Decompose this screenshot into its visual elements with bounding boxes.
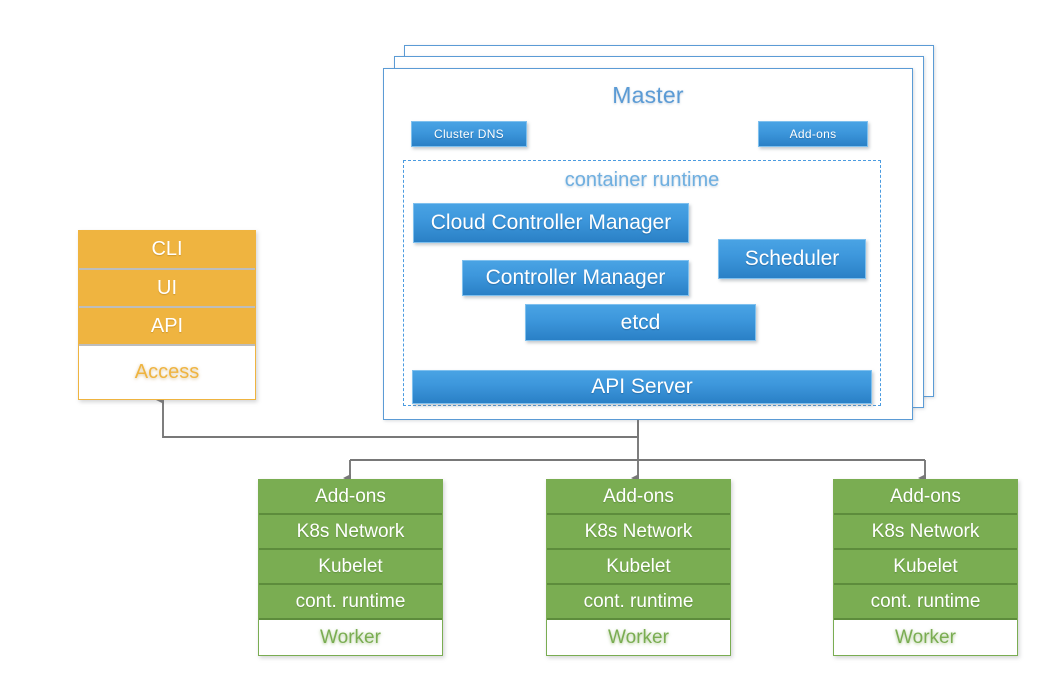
worker-1-footer-label: Worker [320, 626, 381, 648]
access-stack[interactable]: CLI UI API Access [78, 230, 256, 400]
worker-2-layer-cont-runtime[interactable]: cont. runtime [547, 585, 730, 620]
worker-1-layer-k8s-network[interactable]: K8s Network [259, 515, 442, 550]
worker-3-layer-addons[interactable]: Add-ons [834, 480, 1017, 515]
access-layer-ui-label: UI [157, 276, 177, 299]
cluster-dns-box[interactable]: Cluster DNS [411, 121, 527, 147]
worker-node-2[interactable]: Add-ons K8s Network Kubelet cont. runtim… [546, 479, 731, 656]
access-footer: Access [79, 346, 255, 399]
access-layer-cli[interactable]: CLI [79, 231, 255, 270]
master-frame[interactable]: Master Cluster DNS Add-ons container run… [383, 68, 913, 420]
worker-2-layer-k8s-network-label: K8s Network [584, 520, 693, 542]
worker-1-layer-cont-runtime-label: cont. runtime [295, 590, 406, 612]
cluster-dns-label: Cluster DNS [434, 127, 504, 141]
etcd-label: etcd [620, 310, 661, 334]
container-runtime-title: container runtime [564, 169, 720, 191]
worker-3-layer-k8s-network-label: K8s Network [871, 520, 980, 542]
worker-2-layer-kubelet-label: Kubelet [606, 555, 671, 577]
worker-2-layer-cont-runtime-label: cont. runtime [583, 590, 694, 612]
worker-3-layer-kubelet[interactable]: Kubelet [834, 550, 1017, 585]
worker-1-layer-addons[interactable]: Add-ons [259, 480, 442, 515]
cloud-controller-manager-box[interactable]: Cloud Controller Manager [413, 203, 689, 243]
scheduler-label: Scheduler [744, 247, 840, 270]
cloud-controller-manager-label: Cloud Controller Manager [430, 211, 672, 234]
worker-1-layer-cont-runtime[interactable]: cont. runtime [259, 585, 442, 620]
worker-3-footer: Worker [834, 620, 1017, 655]
master-addons-box[interactable]: Add-ons [758, 121, 868, 147]
access-layer-cli-label: CLI [151, 238, 183, 260]
container-runtime-region: container runtime [403, 160, 881, 406]
worker-3-footer-label: Worker [895, 626, 956, 648]
worker-3-layer-addons-label: Add-ons [890, 485, 961, 507]
worker-3-layer-kubelet-label: Kubelet [893, 555, 958, 577]
access-layer-ui[interactable]: UI [79, 270, 255, 308]
access-layer-api[interactable]: API [79, 308, 255, 346]
scheduler-box[interactable]: Scheduler [718, 239, 866, 279]
worker-2-footer-label: Worker [608, 626, 669, 648]
controller-manager-label: Controller Manager [485, 266, 666, 289]
worker-node-3[interactable]: Add-ons K8s Network Kubelet cont. runtim… [833, 479, 1018, 656]
worker-2-layer-addons-label: Add-ons [603, 485, 674, 507]
worker-2-layer-kubelet[interactable]: Kubelet [547, 550, 730, 585]
access-footer-label: Access [134, 361, 200, 383]
worker-1-layer-k8s-network-label: K8s Network [296, 520, 405, 542]
worker-1-layer-addons-label: Add-ons [315, 485, 386, 507]
worker-1-layer-kubelet[interactable]: Kubelet [259, 550, 442, 585]
api-server-label: API Server [591, 375, 693, 398]
master-title: Master [612, 82, 684, 108]
master-addons-label: Add-ons [789, 127, 837, 141]
worker-3-layer-cont-runtime[interactable]: cont. runtime [834, 585, 1017, 620]
worker-2-footer: Worker [547, 620, 730, 655]
worker-3-layer-cont-runtime-label: cont. runtime [870, 590, 981, 612]
worker-2-layer-addons[interactable]: Add-ons [547, 480, 730, 515]
access-layer-api-label: API [150, 314, 184, 337]
worker-1-layer-kubelet-label: Kubelet [318, 555, 383, 577]
api-server-box[interactable]: API Server [412, 370, 872, 404]
worker-node-1[interactable]: Add-ons K8s Network Kubelet cont. runtim… [258, 479, 443, 656]
etcd-box[interactable]: etcd [525, 304, 756, 341]
worker-3-layer-k8s-network[interactable]: K8s Network [834, 515, 1017, 550]
worker-1-footer: Worker [259, 620, 442, 655]
controller-manager-box[interactable]: Controller Manager [462, 260, 689, 296]
worker-2-layer-k8s-network[interactable]: K8s Network [547, 515, 730, 550]
